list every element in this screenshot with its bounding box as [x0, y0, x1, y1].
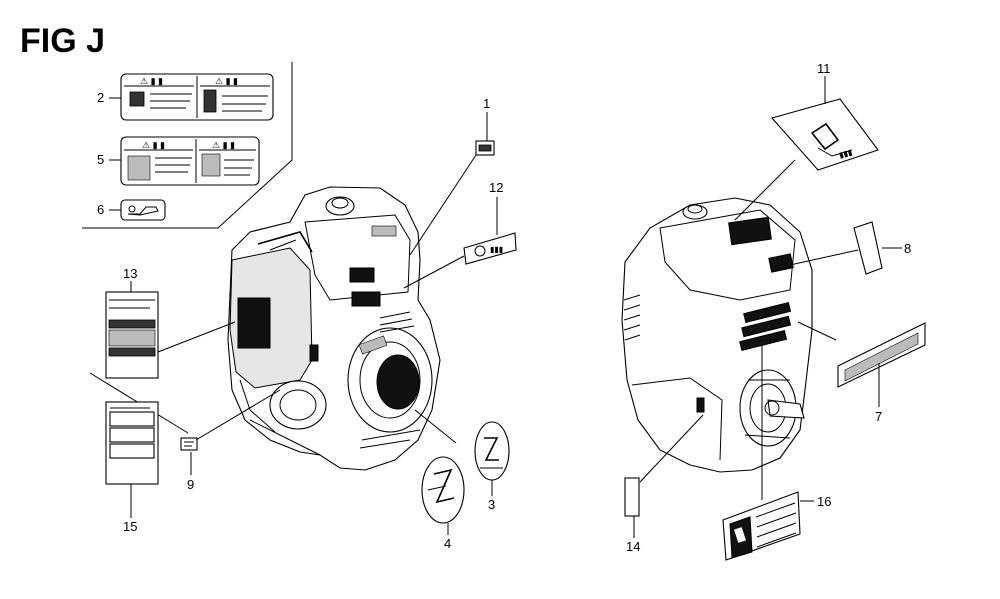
- part-13-label: [105, 291, 159, 379]
- part-8-strip: [853, 221, 883, 275]
- callout-11: 11: [817, 61, 831, 76]
- part-15-label: [105, 401, 159, 485]
- callout-4: 4: [444, 536, 451, 551]
- part-1-label: [475, 140, 495, 156]
- part-9-label: [180, 437, 198, 451]
- callout-14: 14: [626, 539, 640, 554]
- leader-lines: [109, 76, 902, 538]
- figure-title: FIG J: [20, 22, 105, 60]
- callout-12: 12: [489, 180, 503, 195]
- callout-5: 5: [97, 152, 104, 167]
- callout-8: 8: [904, 241, 911, 256]
- part-14-strip: [624, 477, 640, 517]
- svg-text:⚠ ▮ ▮: ⚠ ▮ ▮: [212, 140, 235, 150]
- callout-6: 6: [97, 202, 104, 217]
- svg-text:▮▮▮: ▮▮▮: [490, 245, 503, 254]
- callout-2: 2: [97, 90, 104, 105]
- callout-3: 3: [488, 497, 495, 512]
- part-5-warning-label: ⚠ ▮ ▮ ⚠ ▮ ▮: [120, 136, 260, 186]
- part-6-oil-label: [120, 199, 166, 221]
- left-engine-assembly: [227, 186, 441, 471]
- callout-7: 7: [875, 409, 882, 424]
- callout-13: 13: [123, 266, 137, 281]
- part-12-tag: ▮▮▮: [463, 232, 517, 265]
- part-4-round-label: [421, 456, 465, 524]
- part-7-decal: [837, 322, 926, 388]
- callout-9: 9: [187, 477, 194, 492]
- callout-labels: 2 5 6 1 12 13 9 15 3 4 11 8 7 14 16: [97, 61, 911, 554]
- part-2-warning-label: ⚠ ▮ ▮ ⚠ ▮ ▮: [120, 73, 274, 121]
- svg-text:▮▮▮: ▮▮▮: [838, 148, 853, 160]
- callout-15: 15: [123, 519, 137, 534]
- svg-text:⚠ ▮ ▮: ⚠ ▮ ▮: [215, 76, 238, 86]
- part-16-label: [722, 491, 801, 561]
- svg-text:⚠ ▮ ▮: ⚠ ▮ ▮: [142, 140, 165, 150]
- callout-1: 1: [483, 96, 490, 111]
- callout-16: 16: [817, 494, 831, 509]
- right-engine-assembly: [621, 197, 813, 473]
- part-3-round-label: [474, 421, 510, 481]
- svg-text:⚠ ▮ ▮: ⚠ ▮ ▮: [140, 76, 163, 86]
- part-11-decal: ▮▮▮: [771, 98, 879, 171]
